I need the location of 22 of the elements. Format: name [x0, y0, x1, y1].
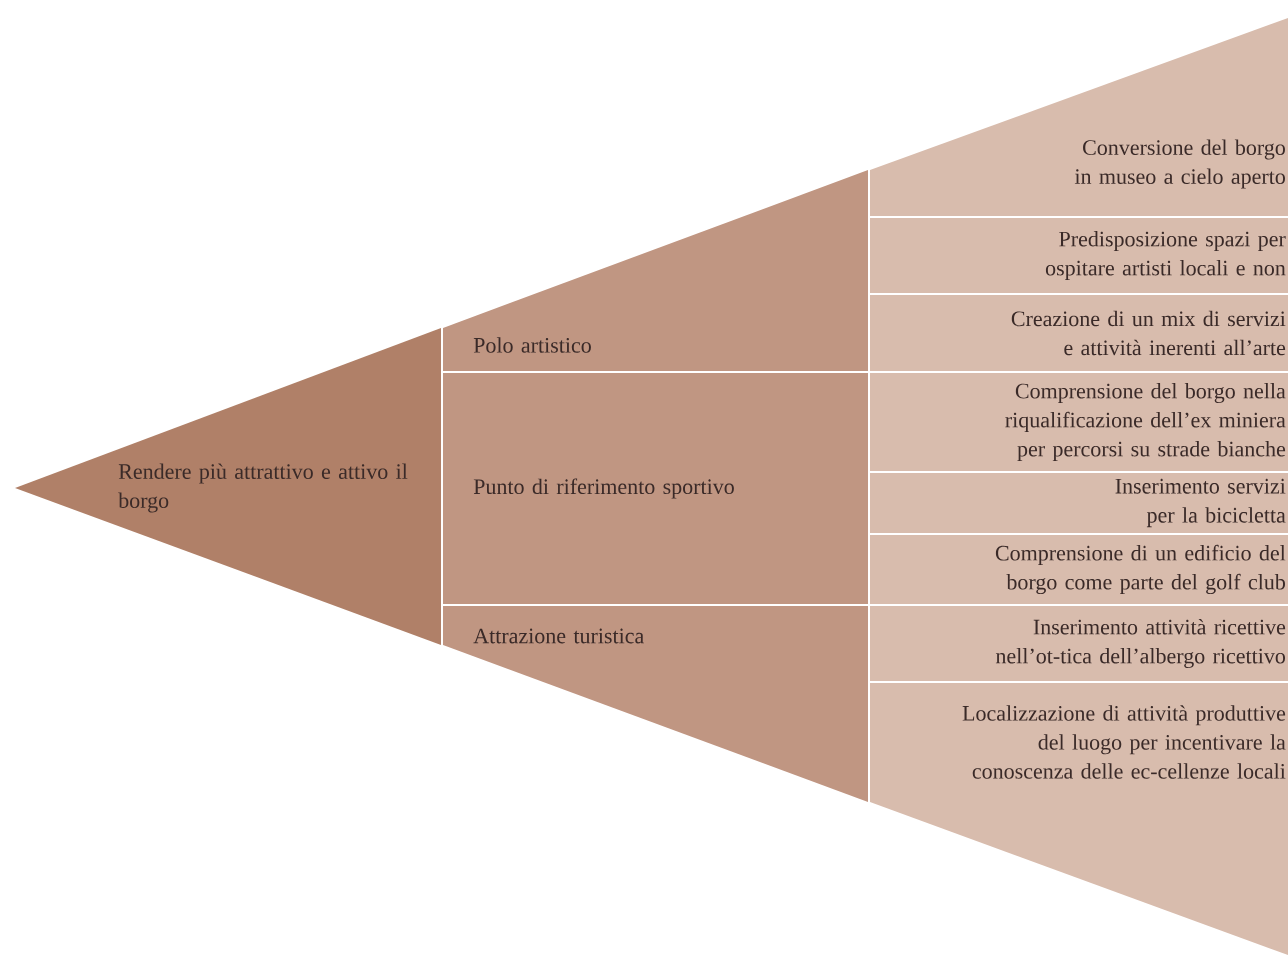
band-segment: Conversione del borgo in museo a cielo aperto [870, 18, 1288, 216]
band-segment: Localizzazione di attività produttive del luogo per incentivare la conoscenza delle ec-cellenze locali [870, 683, 1288, 955]
band-segment: Punto di riferimento sportivo [443, 373, 868, 604]
band-segment: Attrazione turistica [443, 606, 868, 802]
band-segment: Comprensione di un edificio del borgo come parte del golf club [870, 535, 1288, 604]
node-label: Localizzazione di attività produttive del luogo per incentivare la conoscenza delle ec-cellenze locali [962, 705, 1286, 779]
node-label: Conversione del borgo in museo a cielo aperto [1074, 139, 1285, 189]
node-label: Comprensione del borgo nella riqualificazione dell’ex miniera per percorsi su strade bianche [1005, 383, 1286, 461]
node-label: Comprensione di un edificio del borgo come parte del golf club [995, 544, 1286, 595]
band-segment: Inserimento attività ricettive nell’ot-tica dell’albergo ricettivo [870, 606, 1288, 681]
node-label: Punto di riferimento sportivo [473, 478, 734, 499]
band-segment: Comprensione del borgo nella riqualificazione dell’ex miniera per percorsi su strade bianche [870, 373, 1288, 471]
node-label: Polo artistico [473, 337, 591, 353]
band-segment: Polo artistico [443, 170, 868, 371]
node-label: Predisposizione spazi per ospitare artisti locali e non [1045, 231, 1286, 280]
node-label: Inserimento attività ricettive nell’ot-tica dell’albergo ricettivo [995, 618, 1286, 669]
node-label: Attrazione turistica [473, 628, 644, 644]
node-label: Creazione di un mix di servizi e attività inerenti all’arte [1011, 310, 1286, 356]
band-segment: Creazione di un mix di servizi e attività inerenti all’arte [870, 295, 1288, 371]
node-label: Inserimento servizi per la bicicletta [1115, 478, 1286, 528]
band-segment: Inserimento servizi per la bicicletta [870, 473, 1288, 533]
band-segment: Predisposizione spazi per ospitare artisti locali e non [870, 218, 1288, 293]
